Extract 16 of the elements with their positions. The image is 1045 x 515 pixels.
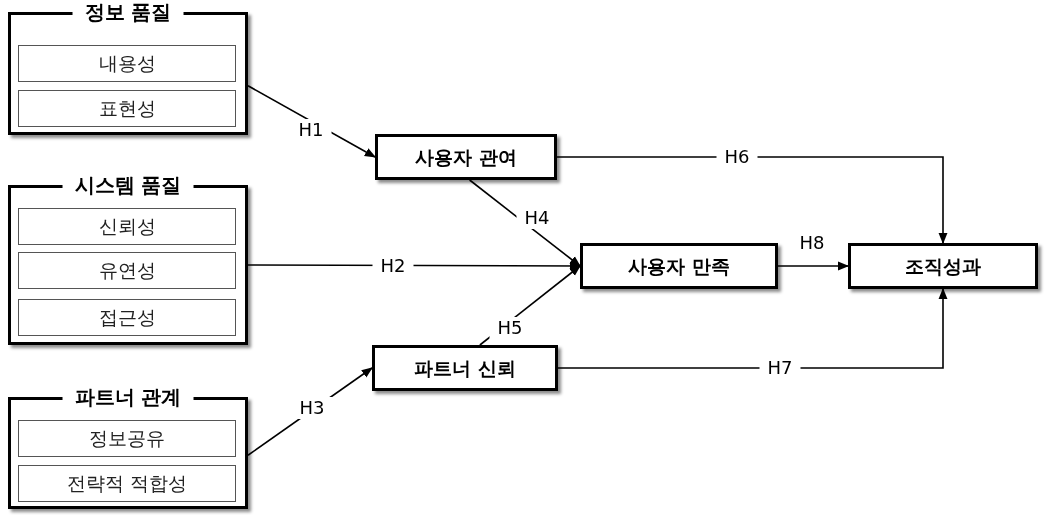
construct-box: 사용자 만족: [580, 243, 778, 289]
construct-box: 사용자 관여: [375, 134, 557, 180]
item-box: 신뢰성: [18, 208, 236, 245]
item-box: 정보공유: [18, 420, 236, 457]
item-box: 표현성: [18, 90, 236, 127]
construct-box: 파트너 신뢰: [372, 345, 558, 391]
item-box: 내용성: [18, 45, 236, 82]
arrow: [468, 179, 581, 267]
arrow: [556, 156, 948, 245]
item-box: 접근성: [18, 299, 236, 336]
arrow: [557, 287, 948, 369]
item-box: 전략적 적합성: [18, 465, 236, 502]
item-box: 유연성: [18, 252, 236, 289]
arrow: [777, 261, 850, 271]
construct-box: 조직성과: [848, 243, 1038, 289]
group-heading: 정보 품질: [72, 0, 184, 26]
